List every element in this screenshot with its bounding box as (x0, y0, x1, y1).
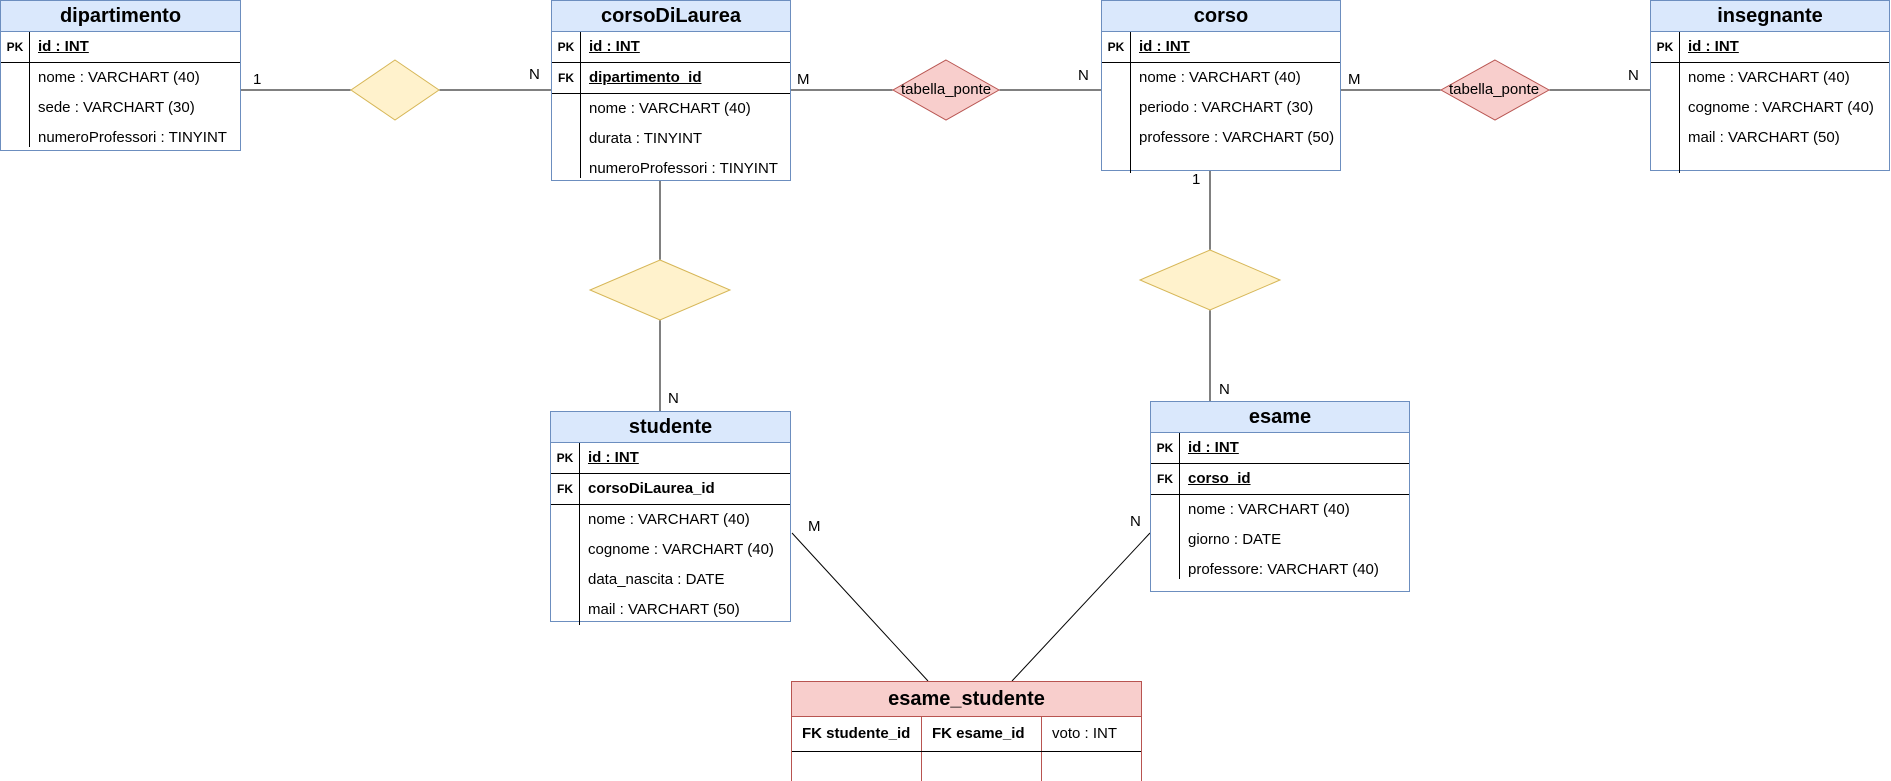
attribute-row: nome : VARCHART (40) (588, 511, 750, 528)
entity-studente[interactable]: studente PK id : INT FK corsoDiLaurea_id… (550, 411, 791, 625)
bridge-table-esame-studente[interactable]: esame_studente FK studente_id FK esame_i… (791, 681, 1142, 781)
entity-esame[interactable]: esame PK id : INT FK corso_id nome : VAR… (1150, 401, 1410, 592)
pk-field: id : INT (588, 449, 639, 466)
fk-field: corsoDiLaurea_id (588, 480, 715, 497)
attribute-list: nome : VARCHART (40) sede : VARCHART (30… (1, 63, 240, 153)
attribute-row: durata : TINYINT (589, 130, 703, 147)
entity-title: dipartimento (1, 1, 240, 32)
pk-tag: PK (1, 32, 30, 62)
cardinality-label: 1 (253, 71, 262, 88)
attribute-row: nome : VARCHART (40) (1139, 69, 1301, 86)
fk-row: FK dipartimento_id (552, 63, 790, 94)
attribute-row: professore : VARCHART (50) (1139, 129, 1335, 146)
fk-field: dipartimento_id (589, 69, 702, 86)
relationship-diamond (350, 59, 440, 121)
entity-title: esame (1151, 402, 1409, 433)
connector-line (1011, 532, 1151, 682)
attribute-row: mail : VARCHART (50) (1688, 129, 1840, 146)
pk-field: id : INT (589, 38, 640, 55)
fk-tag: FK (552, 63, 581, 93)
bridge-columns: FK studente_id FK esame_id voto : INT (792, 717, 1141, 752)
pk-field: id : INT (1688, 38, 1739, 55)
attribute-list: nome : VARCHART (40) cognome : VARCHART … (551, 505, 790, 625)
attribute-row: numeroProfessori : TINYINT (38, 129, 227, 146)
cardinality-label: N (1130, 513, 1141, 530)
bridge-column: FK studente_id (792, 717, 922, 751)
entity-title: corsoDiLaurea (552, 1, 790, 32)
relationship-diamond-tabella-ponte (1439, 59, 1551, 121)
attribute-row: giorno : DATE (1188, 531, 1282, 548)
attribute-row: nome : VARCHART (40) (1688, 69, 1850, 86)
entity-insegnante[interactable]: insegnante PK id : INT nome : VARCHART (… (1650, 0, 1890, 173)
fk-tag: FK (551, 474, 580, 504)
pk-tag: PK (551, 443, 580, 473)
fk-field: corso_id (1188, 470, 1251, 487)
attribute-row: nome : VARCHART (40) (1188, 501, 1350, 518)
pk-field: id : INT (1139, 38, 1190, 55)
attribute-row: nome : VARCHART (40) (589, 100, 751, 117)
relationship-label: tabella_ponte (901, 81, 992, 98)
attribute-row: professore: VARCHART (40) (1188, 561, 1379, 578)
pk-row: PK id : INT (551, 443, 790, 474)
pk-row: PK id : INT (1102, 32, 1340, 63)
bridge-column: voto : INT (1052, 725, 1118, 742)
connector-line (791, 532, 929, 682)
relationship-label: tabella_ponte (1449, 81, 1540, 98)
attribute-row: mail : VARCHART (50) (588, 601, 740, 618)
cardinality-label: N (668, 390, 679, 407)
fk-row: FK corso_id (1151, 464, 1409, 495)
attribute-row: cognome : VARCHART (40) (588, 541, 774, 558)
attribute-row: sede : VARCHART (30) (38, 99, 195, 116)
attribute-list: nome : VARCHART (40) cognome : VARCHART … (1651, 63, 1889, 173)
pk-field: id : INT (38, 38, 89, 55)
attribute-row: numeroProfessori : TINYINT (589, 160, 778, 177)
pk-field: id : INT (1188, 439, 1239, 456)
cardinality-label: M (1348, 71, 1361, 88)
attribute-list: nome : VARCHART (40) giorno : DATE profe… (1151, 495, 1409, 585)
attribute-row: periodo : VARCHART (30) (1139, 99, 1314, 116)
attribute-list: nome : VARCHART (40) durata : TINYINT nu… (552, 94, 790, 184)
attribute-list: nome : VARCHART (40) periodo : VARCHART … (1102, 63, 1340, 173)
relationship-diamond (1138, 249, 1282, 311)
attribute-row: data_nascita : DATE (588, 571, 725, 588)
cardinality-label: N (1219, 381, 1230, 398)
pk-tag: PK (1102, 32, 1131, 62)
entity-title: studente (551, 412, 790, 443)
bridge-title: esame_studente (792, 682, 1141, 717)
entity-corso[interactable]: corso PK id : INT nome : VARCHART (40) p… (1101, 0, 1341, 173)
pk-row: PK id : INT (1651, 32, 1889, 63)
entity-title: corso (1102, 1, 1340, 32)
pk-tag: PK (1151, 433, 1180, 463)
entity-title: insegnante (1651, 1, 1889, 32)
attribute-row: nome : VARCHART (40) (38, 69, 200, 86)
cardinality-label: N (1078, 67, 1089, 84)
fk-tag: FK (1151, 464, 1180, 494)
attribute-row: cognome : VARCHART (40) (1688, 99, 1874, 116)
fk-row: FK corsoDiLaurea_id (551, 474, 790, 505)
bridge-column: FK esame_id (922, 717, 1042, 751)
bridge-empty-row (792, 752, 1141, 781)
pk-row: PK id : INT (552, 32, 790, 63)
entity-dipartimento[interactable]: dipartimento PK id : INT nome : VARCHART… (0, 0, 241, 151)
cardinality-label: N (529, 66, 540, 83)
cardinality-label: M (797, 71, 810, 88)
relationship-diamond-tabella-ponte (891, 59, 1001, 121)
relationship-diamond (588, 259, 732, 321)
entity-corsoDiLaurea[interactable]: corsoDiLaurea PK id : INT FK dipartiment… (551, 0, 791, 181)
pk-tag: PK (552, 32, 581, 62)
cardinality-label: N (1628, 67, 1639, 84)
cardinality-label: 1 (1192, 171, 1201, 188)
pk-tag: PK (1651, 32, 1680, 62)
pk-row: PK id : INT (1151, 433, 1409, 464)
cardinality-label: M (808, 518, 821, 535)
pk-row: PK id : INT (1, 32, 240, 63)
